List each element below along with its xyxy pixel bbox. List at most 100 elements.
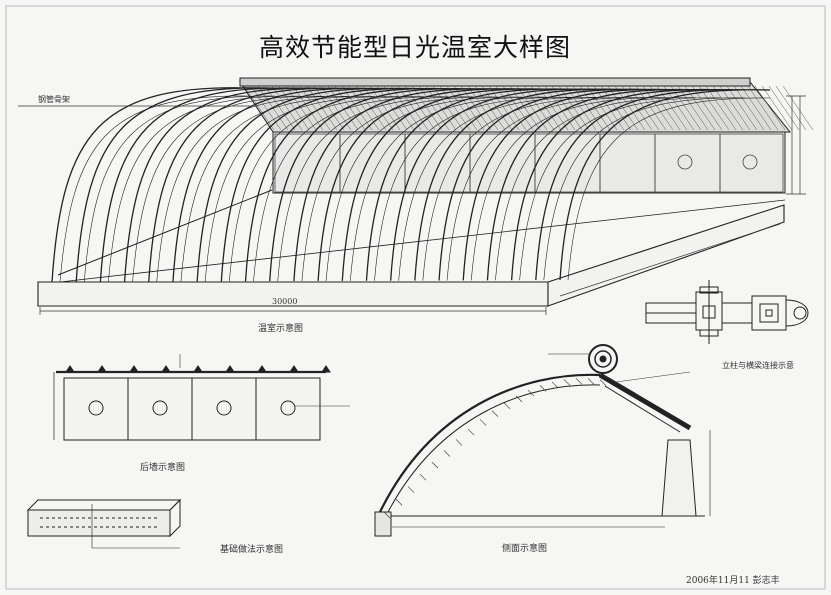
arch-rib bbox=[365, 88, 572, 281]
roof-hatch-line bbox=[418, 85, 450, 131]
roof-hatch-line bbox=[621, 85, 653, 131]
arch-rib-inner bbox=[470, 97, 671, 281]
base-slab bbox=[37, 204, 785, 307]
steel-frame-label: 钢管骨架 bbox=[38, 95, 70, 104]
arch-rib bbox=[535, 89, 746, 281]
roof-hatch-line bbox=[677, 85, 709, 131]
arch-rib-inner bbox=[83, 95, 275, 282]
roof-hatch-line bbox=[530, 85, 562, 131]
arch-rib bbox=[196, 87, 399, 282]
roof-hatch-line bbox=[740, 85, 772, 131]
roof-hatch-line bbox=[348, 85, 380, 131]
roof-hatch-line bbox=[726, 85, 758, 131]
roof-hatch-line bbox=[376, 85, 408, 131]
wall-post bbox=[257, 365, 267, 373]
section-bar bbox=[407, 486, 415, 493]
roof-hatch-line bbox=[425, 85, 457, 131]
wall-post bbox=[193, 365, 203, 373]
roof-hatch-line bbox=[299, 85, 331, 131]
arch-rib-inner bbox=[325, 96, 523, 281]
foundation-caption: 基础做法示意图 bbox=[220, 545, 284, 555]
arch-rib bbox=[75, 87, 275, 282]
roof-hatch-line bbox=[369, 85, 401, 131]
section-bar bbox=[599, 379, 607, 386]
section-bar bbox=[395, 499, 403, 506]
wall-post bbox=[161, 365, 171, 373]
arch-rib-inner bbox=[519, 97, 721, 281]
arch-rib bbox=[317, 88, 523, 281]
arch-rib-inner bbox=[349, 96, 548, 281]
section-bar bbox=[539, 385, 547, 392]
arch-rib bbox=[390, 88, 597, 281]
section-bar bbox=[455, 439, 463, 446]
section-bar bbox=[467, 428, 475, 436]
roof-hatch-line bbox=[278, 85, 310, 131]
roof-hatch-line bbox=[747, 85, 779, 131]
roof-hatch-line bbox=[782, 85, 814, 131]
roof-hatch-line bbox=[649, 85, 681, 131]
roof-hatch-line bbox=[320, 85, 352, 131]
length-dimension bbox=[39, 223, 781, 315]
roof-hatch-line bbox=[754, 85, 786, 131]
roof-hatch-line bbox=[558, 85, 590, 131]
back-wall-caption: 后墙示意图 bbox=[140, 463, 186, 473]
detail-caption: 立柱与横梁连接示意 bbox=[722, 361, 794, 370]
drawing-title: 高效节能型日光温室大样图 bbox=[258, 33, 571, 62]
arch-rib-inner bbox=[543, 97, 746, 281]
roof-hatch-line bbox=[628, 85, 660, 131]
arch-rib-inner bbox=[422, 97, 622, 281]
arch-rib bbox=[244, 87, 449, 282]
section-arch-bars bbox=[383, 378, 607, 519]
wall-post bbox=[321, 365, 331, 373]
arch-rib bbox=[51, 87, 251, 283]
arch-rib bbox=[269, 87, 473, 282]
arch-rib-inner bbox=[495, 97, 696, 281]
roof-hatch-line bbox=[572, 85, 604, 131]
roof-hatch-line bbox=[719, 85, 751, 131]
wall-post bbox=[289, 365, 299, 373]
section-bar bbox=[431, 461, 439, 469]
arch-rib bbox=[148, 87, 350, 282]
roof-hatch-line bbox=[775, 85, 807, 131]
arch-rib-inner bbox=[398, 97, 597, 281]
roof-hatch-line bbox=[733, 85, 765, 131]
roll-curtain bbox=[548, 344, 618, 374]
section-bar bbox=[419, 473, 427, 481]
wall-post bbox=[225, 365, 235, 373]
wall-posts bbox=[65, 365, 331, 373]
arch-rib bbox=[341, 88, 548, 281]
section-bar bbox=[515, 395, 523, 403]
wall-post bbox=[97, 365, 107, 373]
roof-hatch-line bbox=[670, 85, 702, 131]
wall-post bbox=[129, 365, 139, 373]
roof-hatch-line bbox=[712, 85, 744, 131]
roof-hatch-line bbox=[250, 85, 282, 131]
section-bar bbox=[587, 378, 595, 385]
roof-hatch-line bbox=[768, 85, 800, 131]
cross-section bbox=[374, 372, 711, 537]
wall-vents bbox=[88, 400, 296, 416]
roof-hatch-line bbox=[579, 85, 611, 131]
section-bar bbox=[383, 511, 391, 519]
foundation-detail bbox=[26, 498, 182, 549]
roof-hatch-line bbox=[446, 85, 478, 131]
section-bar bbox=[479, 419, 487, 426]
roof-hatch-line bbox=[523, 85, 555, 131]
back-wall bbox=[272, 131, 786, 194]
arch-rib bbox=[123, 87, 325, 282]
roof-hatch-line bbox=[243, 85, 275, 131]
section-bar bbox=[491, 410, 499, 417]
section-bar bbox=[575, 378, 583, 385]
wall-panel bbox=[719, 133, 784, 193]
footer-date-author: 2006年11月11 彭志丰 bbox=[686, 576, 780, 586]
section-caption: 侧面示意图 bbox=[502, 544, 548, 554]
arch-rib bbox=[559, 89, 771, 281]
section-bar bbox=[563, 379, 571, 386]
back-wall-elevation bbox=[53, 370, 326, 441]
roof-hatch-line bbox=[684, 85, 716, 131]
arch-rib-inner bbox=[567, 97, 771, 281]
roof-hatch-line bbox=[705, 85, 737, 131]
arch-rib bbox=[438, 88, 647, 281]
arch-rib bbox=[293, 88, 498, 282]
